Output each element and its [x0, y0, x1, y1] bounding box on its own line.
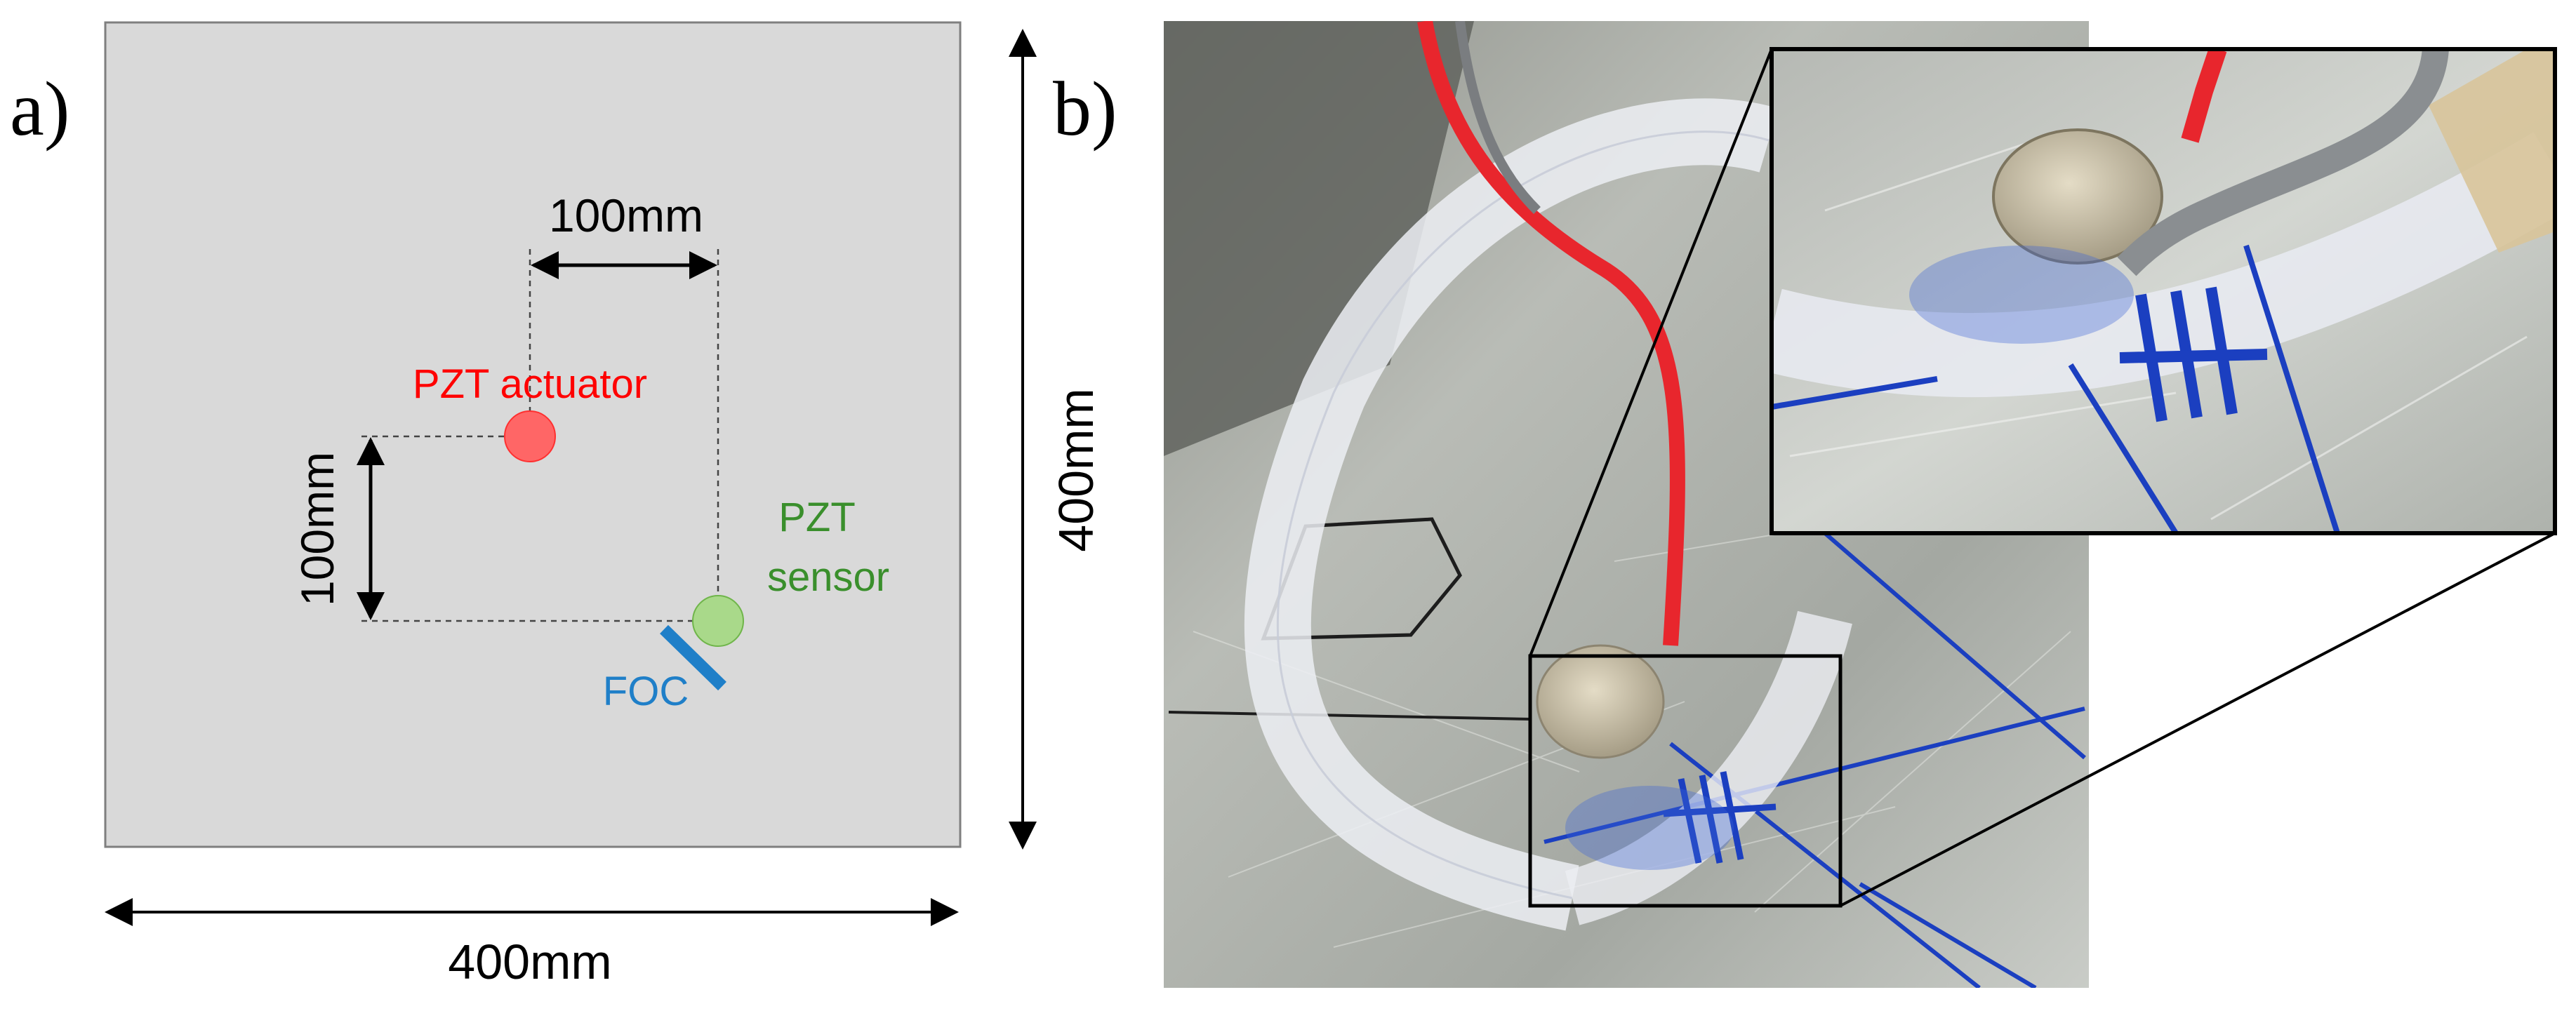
panel-b-label: b) — [1053, 66, 1117, 152]
dashed-guide-lines — [361, 249, 719, 622]
dim-horizontal-label: 100mm — [549, 189, 703, 241]
dim-plate-width-label: 400mm — [448, 935, 611, 989]
pzt-actuator-label: PZT actuator — [413, 361, 647, 407]
dim-plate-height-label: 400mm — [1049, 388, 1103, 551]
panel-b: b) — [1053, 21, 2557, 988]
zoom-region-box — [1528, 654, 1843, 908]
panel-a-label: a) — [10, 66, 69, 152]
panel-a: a) 100mm 100mm PZT actuator PZT sensor F… — [10, 21, 1103, 989]
zoom-connector-lines — [1529, 48, 2556, 907]
pzt-sensor-label-line1: PZT — [778, 495, 856, 540]
dim-vertical-label: 100mm — [291, 452, 343, 606]
inset-frame — [1770, 47, 2557, 535]
foc-label: FOC — [603, 669, 689, 714]
pzt-actuator-disc — [504, 410, 556, 462]
foc-bar — [660, 624, 726, 691]
pzt-sensor-disc — [692, 595, 744, 647]
inset-photo — [1772, 49, 2555, 533]
pzt-sensor-label-line2: sensor — [767, 554, 889, 600]
